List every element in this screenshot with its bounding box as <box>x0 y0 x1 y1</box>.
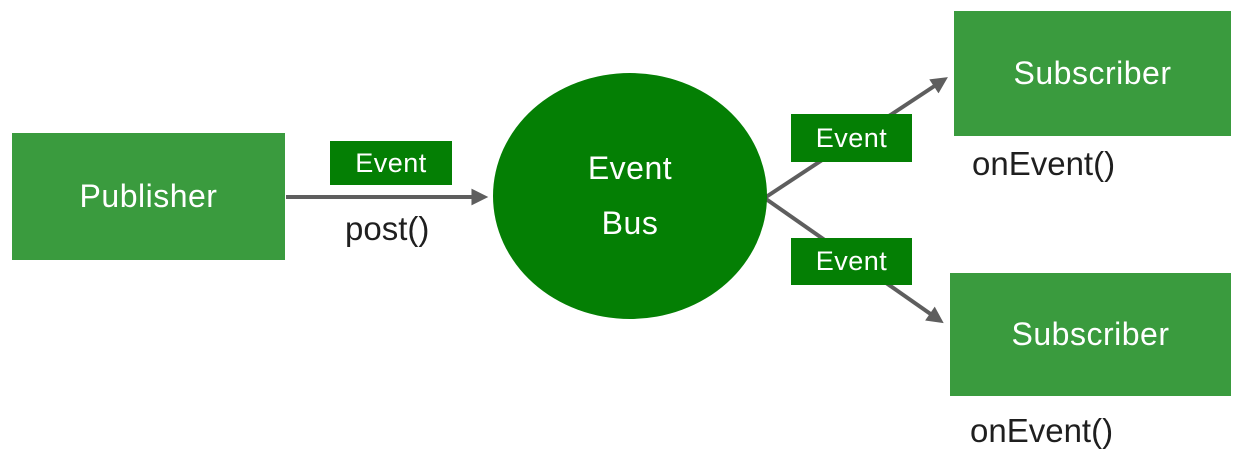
event-tag-top: Event <box>791 114 912 162</box>
subscriber-node-bottom: Subscriber <box>950 273 1231 396</box>
event-bus-label-line1: Event <box>587 150 673 186</box>
post-method-label: post() <box>345 210 430 247</box>
event-tag-left: Event <box>330 141 452 185</box>
event-tag-top-label: Event <box>815 122 888 153</box>
event-tag-left-label: Event <box>355 147 427 178</box>
publisher-label: Publisher <box>79 178 218 214</box>
publisher-node: Publisher <box>12 133 285 260</box>
event-tag-bottom-label: Event <box>815 246 888 276</box>
event-bus-node: Event Bus <box>493 73 767 319</box>
event-tag-bottom: Event <box>791 238 912 285</box>
subscriber-node-top: Subscriber <box>954 11 1231 136</box>
event-bus-label-line2: Bus <box>601 205 659 241</box>
onevent-method-label-bottom: onEvent() <box>970 412 1114 449</box>
subscriber-bottom-label: Subscriber <box>1011 316 1170 352</box>
onevent-method-label-top: onEvent() <box>972 145 1116 182</box>
subscriber-top-label: Subscriber <box>1013 55 1172 91</box>
